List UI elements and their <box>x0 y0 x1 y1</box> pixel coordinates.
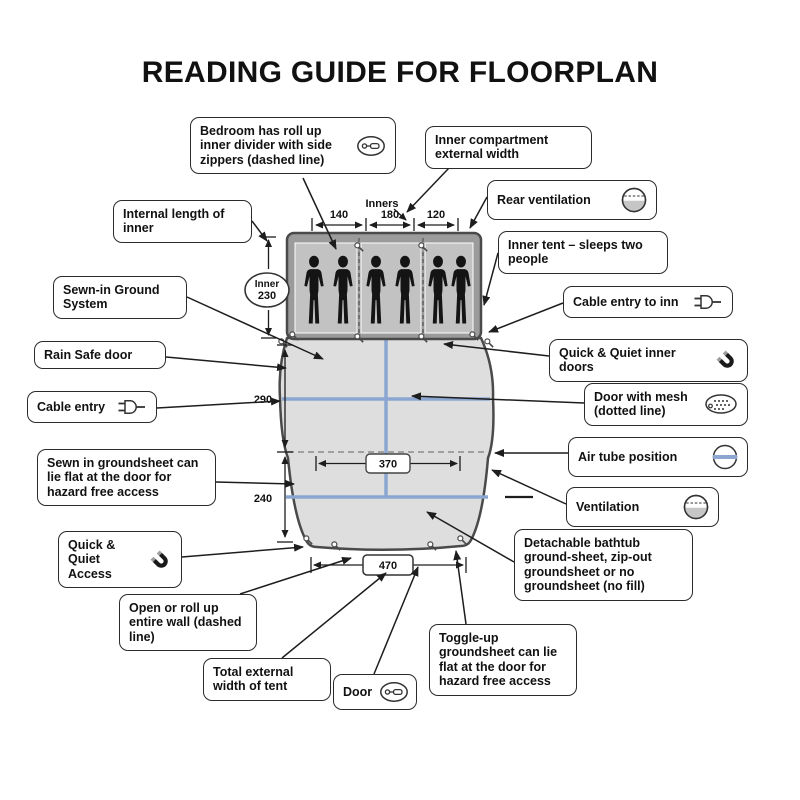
inners-label: Inners <box>365 198 398 210</box>
callout-toggle-up-groundsheet: Toggle-up groundsheet can lie flat at th… <box>429 624 577 696</box>
callout-sewn-in-ground-label: Sewn-in Ground System <box>63 283 160 312</box>
plug-icon <box>118 400 145 414</box>
callout-inner-tent-label: Inner tent – sleeps two people <box>508 238 643 267</box>
callout-rain-safe-door-label: Rain Safe door <box>44 348 133 362</box>
inner-label: Inner <box>255 279 280 290</box>
callout-quick-quiet-access: Quick & Quiet Access <box>58 531 182 589</box>
ventilation-icon <box>683 494 709 520</box>
callout-bedroom-divider: Bedroom has roll up inner divider with s… <box>190 117 396 175</box>
air-tube-icon <box>712 444 738 470</box>
callout-quick-quiet-inner-doors-label: Quick & Quiet inner doors <box>559 346 676 375</box>
zipper-icon <box>380 682 409 702</box>
callout-air-tube-position-label: Air tube position <box>578 449 678 464</box>
dim-470-value: 470 <box>379 560 397 572</box>
callout-inner-compartment-width: Inner compartment external width <box>425 126 592 169</box>
callout-internal-length-label: Internal length of inner <box>123 207 225 236</box>
callout-total-external-width-label: Total external width of tent <box>213 665 294 694</box>
callout-open-roll-wall-label: Open or roll up entire wall (dashed line… <box>129 601 242 644</box>
callout-cable-entry-inner-label: Cable entry to inn <box>573 294 679 309</box>
dim-470: 470 <box>310 554 467 576</box>
inner-compartment <box>360 242 422 334</box>
callout-detachable-bathtub: Detachable bathtub ground-sheet, zip-out… <box>514 529 693 601</box>
zipper-icon <box>357 135 385 156</box>
callout-total-external-width: Total external width of tent <box>203 658 331 701</box>
callout-cable-entry-inner: Cable entry to inn <box>563 286 733 318</box>
callout-sewn-in-groundsheet-label: Sewn in groundsheet can lie flat at the … <box>47 456 199 499</box>
callout-door-label: Door <box>343 684 373 699</box>
bedroom <box>285 231 483 341</box>
callout-quick-quiet-inner-doors: Quick & Quiet inner doors <box>549 339 748 382</box>
callout-ventilation-label: Ventilation <box>576 499 640 514</box>
callout-rear-ventilation-label: Rear ventilation <box>497 192 591 207</box>
dim-inner-length: Inner 230 <box>244 236 290 339</box>
callout-door-with-mesh-label: Door with mesh (dotted line) <box>594 390 688 419</box>
dim-370-value: 370 <box>379 459 397 471</box>
page-title: READING GUIDE FOR FLOORPLAN <box>141 56 659 89</box>
dim-inner-widths: Inners 140 180 120 <box>311 198 459 231</box>
callout-arrows <box>156 167 585 675</box>
callout-inner-tent: Inner tent – sleeps two people <box>498 231 668 274</box>
dim-370: 370 <box>315 453 461 474</box>
dim-240: 240 <box>254 493 272 505</box>
magnet-icon <box>150 550 168 568</box>
callout-toggle-up-groundsheet-label: Toggle-up groundsheet can lie flat at th… <box>439 631 558 689</box>
magnet-icon <box>716 350 734 369</box>
callout-quick-quiet-access-label: Quick & Quiet Access <box>68 538 116 581</box>
dim-290: 290 <box>254 394 272 406</box>
callout-internal-length: Internal length of inner <box>113 200 252 243</box>
mesh-door-icon <box>705 394 737 415</box>
dim-body-lengths: 290 240 <box>254 344 293 543</box>
callout-door: Door <box>333 674 417 710</box>
plug-icon <box>694 295 721 309</box>
callout-open-roll-wall: Open or roll up entire wall (dashed line… <box>119 594 257 652</box>
callout-ventilation: Ventilation <box>566 487 719 527</box>
callout-inner-compartment-width-label: Inner compartment external width <box>435 133 549 162</box>
callout-sewn-in-groundsheet: Sewn in groundsheet can lie flat at the … <box>37 449 216 507</box>
callout-door-with-mesh: Door with mesh (dotted line) <box>584 383 748 426</box>
callout-bedroom-divider-label: Bedroom has roll up inner divider with s… <box>200 124 332 167</box>
callout-rain-safe-door: Rain Safe door <box>34 341 166 370</box>
dim-140: 140 <box>330 209 348 221</box>
zipper-pull-icon <box>484 338 494 348</box>
callout-rear-ventilation: Rear ventilation <box>487 180 657 220</box>
dim-120: 120 <box>427 209 445 221</box>
callout-detachable-bathtub-label: Detachable bathtub ground-sheet, zip-out… <box>524 536 652 594</box>
callout-air-tube-position: Air tube position <box>568 437 748 477</box>
dim-230: 230 <box>258 290 276 302</box>
callout-cable-entry: Cable entry <box>27 391 157 423</box>
callout-cable-entry-label: Cable entry <box>37 399 106 414</box>
dim-180: 180 <box>381 209 399 221</box>
callout-sewn-in-ground: Sewn-in Ground System <box>53 276 187 319</box>
ventilation-icon <box>621 187 647 213</box>
